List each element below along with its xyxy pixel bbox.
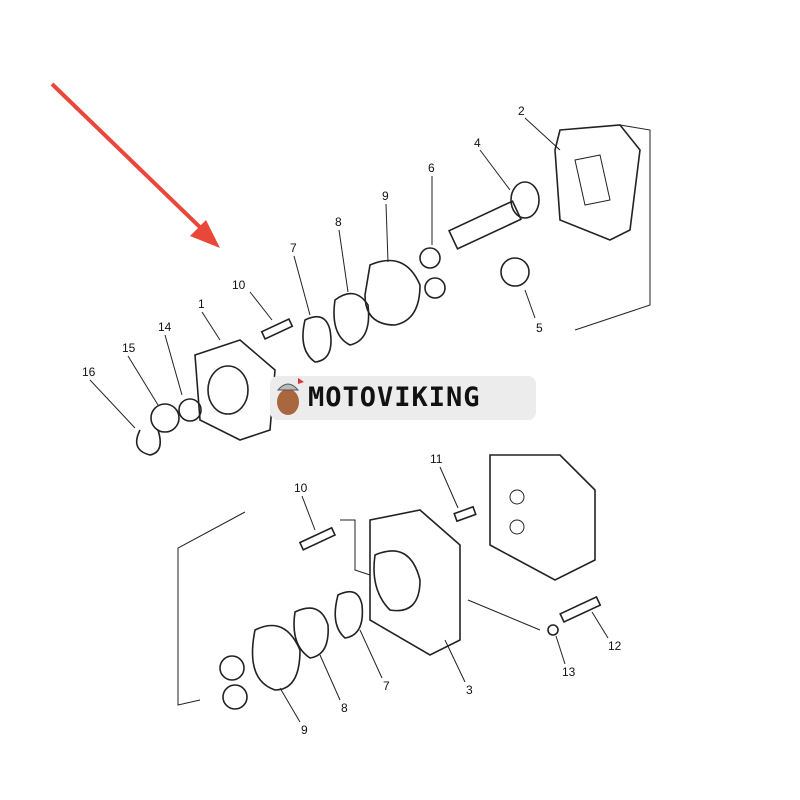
callout-14: 14 <box>158 320 172 334</box>
callout-1: 1 <box>198 297 205 311</box>
upper-assembly <box>135 124 651 456</box>
viking-mascot-icon <box>276 378 304 415</box>
callout-2: 2 <box>518 104 525 118</box>
callout-7: 7 <box>290 241 297 255</box>
callout-12: 12 <box>608 639 622 653</box>
pointer-arrow <box>50 82 220 248</box>
callout-10b: 10 <box>294 481 308 495</box>
callout-9: 9 <box>382 189 389 203</box>
brand-name: MOTOVIKING <box>308 382 481 413</box>
callout-13: 13 <box>562 665 576 679</box>
callout-11: 11 <box>430 452 443 466</box>
callout-4: 4 <box>474 136 481 150</box>
callout-10: 10 <box>232 278 246 292</box>
lower-assembly <box>177 454 602 710</box>
callout-8b: 8 <box>341 701 348 715</box>
callout-8: 8 <box>335 215 342 229</box>
callout-16: 16 <box>82 365 96 379</box>
callout-3: 3 <box>466 683 473 697</box>
brand-watermark: MOTOVIKING <box>270 376 536 420</box>
callout-6: 6 <box>428 161 435 175</box>
callout-9b: 9 <box>301 723 308 737</box>
callout-labels: 2 4 6 9 8 7 10 1 14 15 16 5 11 10 12 13 … <box>82 104 622 737</box>
callout-7b: 7 <box>383 679 390 693</box>
leader-lines <box>89 117 609 723</box>
callout-5: 5 <box>536 321 543 335</box>
callout-15: 15 <box>122 341 136 355</box>
